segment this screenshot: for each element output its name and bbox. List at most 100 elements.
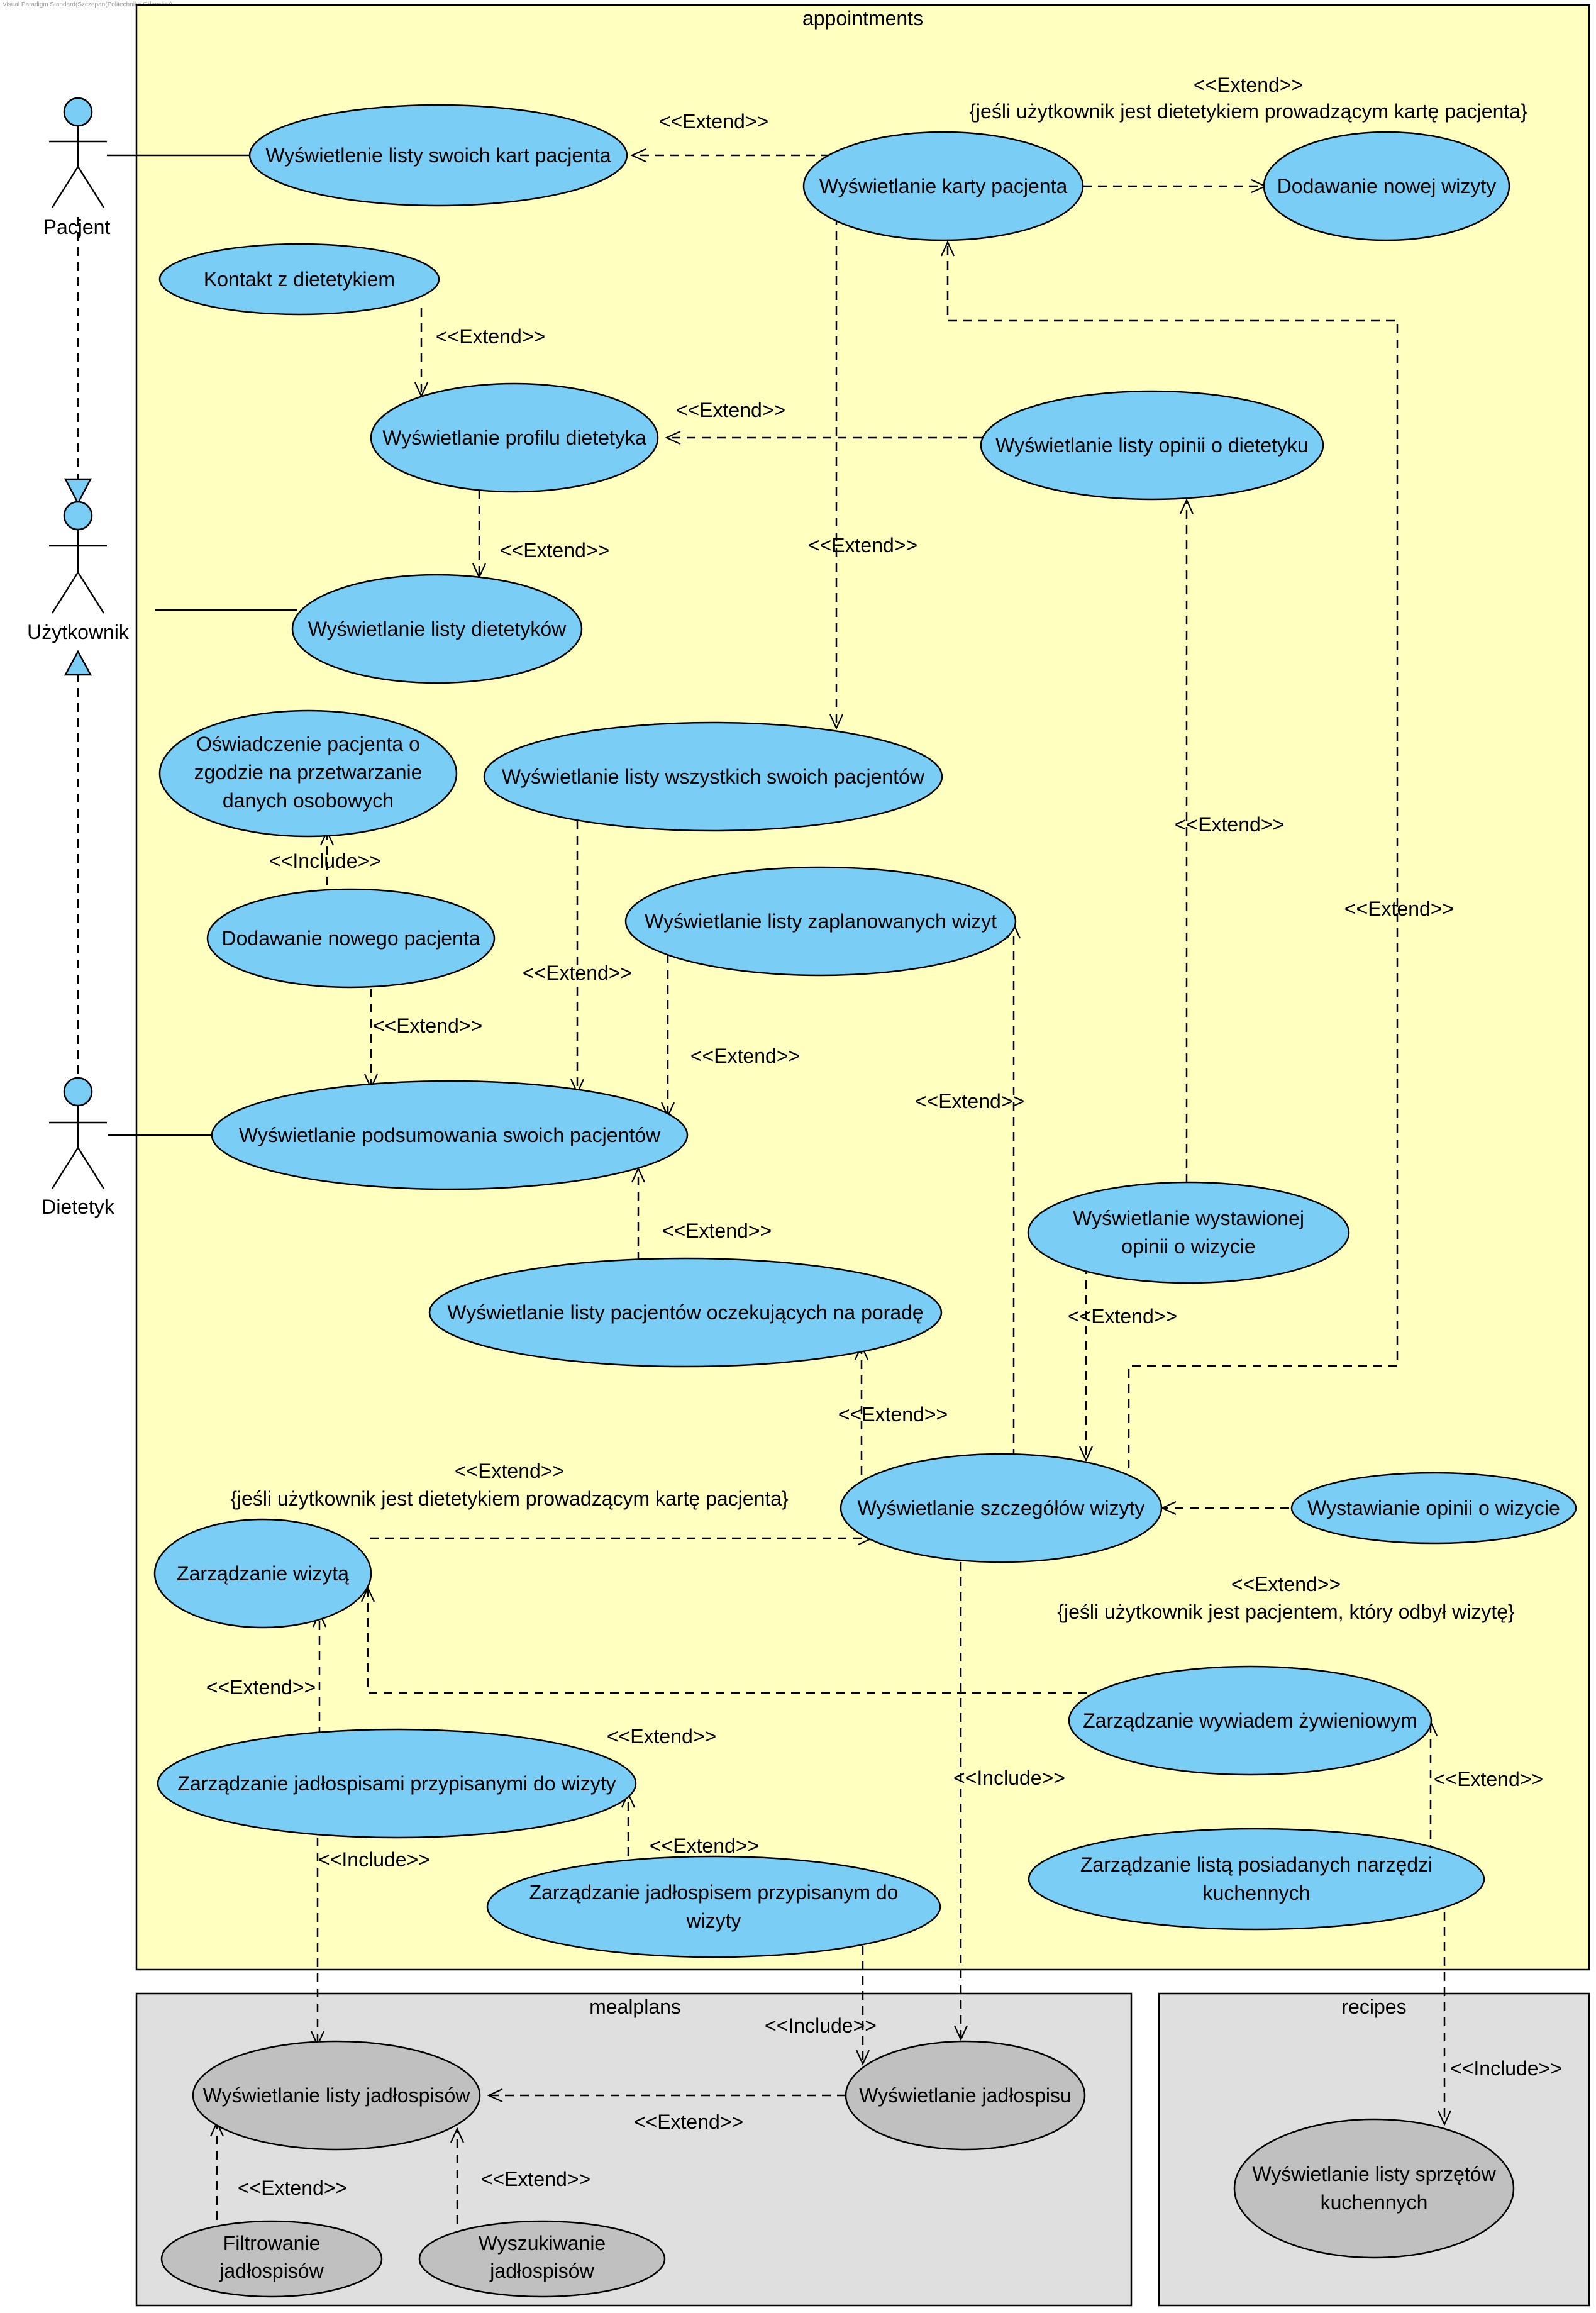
usecase-narzedzia-line-1: Zarządzanie listą posiadanych narzędzi	[1080, 1853, 1433, 1876]
usecase-profil-dietetyka-label: Wyświetlanie profilu dietetyka	[382, 426, 646, 449]
label-extend-7: <<Extend>>	[1175, 813, 1284, 836]
usecase-jadlospis[interactable]: Wyświetlanie jadłospisu	[845, 2040, 1086, 2151]
usecase-wystawiona-opinia-line-2: opinii o wizycie	[1121, 1235, 1255, 1258]
gen-triangle-pacjent	[64, 478, 92, 505]
label-include-3: <<Include>>	[318, 1848, 430, 1871]
label-cond-zarzadzanie: {jeśli użytkownik jest dietetykiem prowa…	[230, 1487, 789, 1510]
usecase-karta-pacjenta-label: Wyświetlanie karty pacjenta	[819, 175, 1068, 197]
actor-pacjent-head-icon	[63, 97, 93, 127]
usecase-nowy-pacjent-label: Dodawanie nowego pacjenta	[222, 927, 480, 950]
usecase-lista-dietetykow[interactable]: Wyświetlanie listy dietetyków	[291, 574, 583, 684]
actor-uzytkownik-name: Użytkownik	[27, 621, 130, 643]
usecase-szczegoly-wizyty-label: Wyświetlanie szczegółów wizyty	[858, 1497, 1145, 1519]
label-extend-15: <<Extend>>	[838, 1403, 948, 1426]
usecase-nowy-pacjent[interactable]: Dodawanie nowego pacjenta	[206, 888, 496, 989]
label-extend-12: <<Extend>>	[915, 1090, 1024, 1112]
usecase-kontakt-label: Kontakt z dietetykiem	[204, 268, 395, 291]
usecase-wywiad[interactable]: Zarządzanie wywiadem żywieniowym	[1068, 1665, 1433, 1776]
label-include-1: <<Include>>	[269, 850, 381, 872]
label-extend-3: <<Extend>>	[436, 325, 545, 348]
usecase-lista-jadlospisow-label: Wyświetlanie listy jadłospisów	[203, 2084, 471, 2107]
watermark-text: Visual Paradigm Standard(Szczepan(Polite…	[3, 1, 172, 8]
usecase-kontakt[interactable]: Kontakt z dietetykiem	[158, 243, 440, 316]
label-extend-11: <<Extend>>	[690, 1045, 800, 1067]
usecase-lista-opinii-label: Wyświetlanie listy opinii o dietetyku	[995, 434, 1309, 457]
usecase-jadlospis-wizyty-line-2: wizyty	[685, 1909, 741, 1932]
label-extend-21: <<Extend>>	[650, 1834, 759, 1857]
usecase-narzedzia-line-2: kuchennych	[1203, 1882, 1311, 1904]
label-extend-2: <<Extend>>	[1194, 74, 1303, 96]
usecase-lista-dietetykow-label: Wyświetlanie listy dietetyków	[308, 618, 567, 640]
usecase-lista-pacjentow[interactable]: Wyświetlanie listy wszystkich swoich pac…	[483, 721, 943, 832]
label-extend-9: <<Extend>>	[523, 962, 632, 984]
usecase-lista-kart-label: Wyświetlenie listy swoich kart pacjenta	[265, 144, 611, 167]
usecase-oswiadczenie[interactable]: Oświadczenie pacjenta o zgodzie na przet…	[158, 709, 458, 838]
usecase-wystawiona-opinia[interactable]: Wyświetlanie wystawionej opinii o wizyci…	[1027, 1181, 1350, 1284]
usecase-jadlospisy-wizyty[interactable]: Zarządzanie jadłospisami przypisanymi do…	[157, 1728, 637, 1839]
usecase-oczekujacy[interactable]: Wyświetlanie listy pacjentów oczekującyc…	[428, 1257, 943, 1368]
dep-szczegoly-to-karta	[940, 240, 1399, 1468]
usecase-lista-kart[interactable]: Wyświetlenie listy swoich kart pacjenta	[248, 104, 628, 207]
usecase-oswiadczenie-line-2: zgodzie na przetwarzanie	[194, 761, 423, 784]
usecase-karta-pacjenta[interactable]: Wyświetlanie karty pacjenta	[802, 131, 1084, 241]
associations	[107, 154, 297, 1136]
actor-uzytkownik-head-icon	[63, 501, 93, 531]
actor-uzytkownik[interactable]: Użytkownik	[27, 501, 130, 643]
label-extend-23: <<Extend>>	[238, 2177, 347, 2199]
dep-wywiad-to-zarzadzanie	[360, 1586, 1087, 1694]
actor-pacjent[interactable]: Pacjent	[43, 97, 111, 238]
usecase-sprzety[interactable]: Wyświetlanie listy sprzętów kuchennych	[1233, 2118, 1515, 2259]
actor-dietetyk[interactable]: Dietetyk	[42, 1077, 115, 1218]
package-mealplans-title: mealplans	[589, 1995, 681, 2018]
usecase-wyszukiwanie-line-1: Wyszukiwanie	[479, 2232, 606, 2255]
usecase-filtrowanie-line-1: Filtrowanie	[223, 2232, 321, 2255]
usecase-jadlospis-wizyty-line-1: Zarządzanie jadłospisem przypisanym do	[529, 1881, 899, 1904]
label-extend-14: <<Extend>>	[1068, 1305, 1177, 1328]
label-extend-24: <<Extend>>	[481, 2168, 590, 2190]
usecase-podsumowanie[interactable]: Wyświetlanie podsumowania swoich pacjent…	[211, 1080, 689, 1190]
actor-pacjent-name: Pacjent	[43, 216, 111, 238]
usecase-wystawiona-opinia-line-1: Wyświetlanie wystawionej	[1073, 1207, 1304, 1229]
usecase-narzedzia[interactable]: Zarządzanie listą posiadanych narzędzi k…	[1028, 1828, 1485, 1931]
label-extend-18: <<Extend>>	[206, 1676, 316, 1699]
usecase-nowa-wizyta[interactable]: Dodawanie nowej wizyty	[1263, 131, 1510, 241]
usecase-szczegoly-wizyty[interactable]: Wyświetlanie szczegółów wizyty	[840, 1453, 1163, 1563]
actor-dietetyk-name: Dietetyk	[42, 1195, 115, 1218]
usecase-wystawianie-opinii[interactable]: Wystawianie opinii o wizycie	[1290, 1472, 1577, 1545]
package-appointments-title: appointments	[802, 7, 923, 30]
usecase-zaplanowane-wizyty-label: Wyświetlanie listy zaplanowanych wizyt	[645, 910, 997, 933]
label-extend-20: <<Extend>>	[1434, 1768, 1543, 1790]
usecase-lista-jadlospisow[interactable]: Wyświetlanie listy jadłospisów	[192, 2040, 481, 2151]
dependency-labels: <<Extend>> <<Extend>> {jeśli użytkownik …	[206, 74, 1562, 2199]
usecase-nowa-wizyta-label: Dodawanie nowej wizyty	[1277, 175, 1497, 197]
usecase-jadlospis-wizyty[interactable]: Zarządzanie jadłospisem przypisanym do w…	[486, 1855, 941, 1958]
label-extend-17: <<Extend>>	[1231, 1573, 1341, 1595]
usecase-wywiad-label: Zarządzanie wywiadem żywieniowym	[1083, 1709, 1417, 1732]
label-extend-8: <<Extend>>	[1344, 897, 1454, 920]
generalizations	[64, 217, 92, 1075]
usecase-filtrowanie[interactable]: Filtrowanie jadłospisów	[160, 2220, 383, 2298]
usecase-zarzadzanie-wizyta-label: Zarządzanie wizytą	[177, 1562, 349, 1585]
usecase-oswiadczenie-line-3: danych osobowych	[223, 789, 394, 812]
actor-dietetyk-head-icon	[63, 1077, 93, 1107]
usecase-profil-dietetyka[interactable]: Wyświetlanie profilu dietetyka	[370, 382, 659, 493]
usecase-lista-opinii[interactable]: Wyświetlanie listy opinii o dietetyku	[980, 390, 1324, 501]
label-extend-13: <<Extend>>	[662, 1219, 772, 1242]
label-include-2: <<Include>>	[953, 1767, 1065, 1789]
usecase-jadlospis-label: Wyświetlanie jadłospisu	[859, 2084, 1072, 2107]
usecase-wyszukiwanie[interactable]: Wyszukiwanie jadłospisów	[418, 2220, 666, 2298]
use-cases: Wyświetlenie listy swoich kart pacjenta …	[153, 104, 1577, 2298]
usecase-oswiadczenie-line-1: Oświadczenie pacjenta o	[196, 733, 420, 755]
usecase-sprzety-line-2: kuchennych	[1321, 2191, 1428, 2214]
usecase-jadlospisy-wizyty-label: Zarządzanie jadłospisami przypisanymi do…	[177, 1772, 616, 1795]
dependencies	[209, 148, 1452, 2224]
label-cond-karta: {jeśli użytkownik jest dietetykiem prowa…	[969, 100, 1527, 123]
label-extend-6: <<Extend>>	[500, 539, 609, 562]
usecase-wyszukiwanie-line-2: jadłospisów	[489, 2260, 594, 2282]
usecase-oczekujacy-label: Wyświetlanie listy pacjentów oczekującyc…	[447, 1301, 923, 1324]
label-include-4: <<Include>>	[765, 2014, 877, 2037]
usecase-zaplanowane-wizyty[interactable]: Wyświetlanie listy zaplanowanych wizyt	[624, 866, 1017, 977]
usecase-lista-pacjentow-label: Wyświetlanie listy wszystkich swoich pac…	[502, 765, 925, 788]
usecase-zarzadzanie-wizyta[interactable]: Zarządzanie wizytą	[153, 1518, 372, 1629]
